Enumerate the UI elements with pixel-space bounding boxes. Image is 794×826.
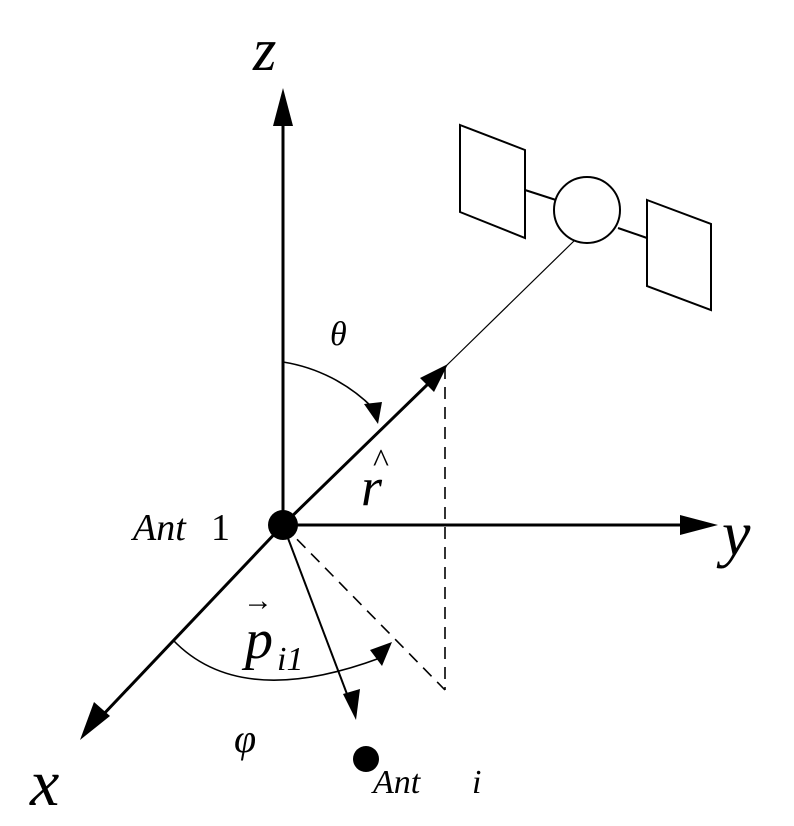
p-vector-accent: → bbox=[243, 584, 273, 617]
projection-lines bbox=[282, 367, 446, 691]
anti-name: Ant bbox=[371, 764, 422, 801]
p-i1-label: → p i1 bbox=[241, 584, 303, 678]
r-vector bbox=[281, 364, 448, 527]
z-axis-arrowhead bbox=[273, 88, 293, 126]
satellite-icon bbox=[459, 123, 712, 312]
ant1-dot bbox=[268, 510, 298, 540]
p-subscript: i1 bbox=[277, 641, 303, 678]
theta-arc-arrowhead bbox=[364, 402, 382, 424]
ant1-label: Ant 1 bbox=[130, 507, 230, 549]
anti-dot bbox=[353, 746, 379, 772]
horizontal-projection bbox=[282, 524, 446, 691]
phi-label: φ bbox=[234, 716, 256, 761]
z-axis bbox=[273, 88, 293, 525]
anti-label: Ant i bbox=[371, 764, 481, 801]
p-symbol: p bbox=[241, 609, 273, 671]
x-axis-label: x bbox=[29, 747, 59, 820]
baseline-arrowhead bbox=[343, 689, 360, 720]
line-of-sight bbox=[444, 239, 576, 368]
ant1-index: 1 bbox=[211, 507, 230, 549]
ant1-name: Ant bbox=[130, 507, 187, 549]
y-axis-label: y bbox=[716, 498, 751, 569]
anti-index: i bbox=[472, 764, 481, 801]
r-hat-label: r ^ bbox=[361, 443, 389, 517]
x-axis bbox=[80, 523, 285, 740]
r-hat-accent: ^ bbox=[373, 443, 389, 480]
r-hat-symbol: r bbox=[361, 457, 383, 517]
theta-label: θ bbox=[330, 316, 347, 353]
phi-arc-arrowhead bbox=[370, 642, 392, 666]
z-axis-label: z bbox=[252, 17, 276, 83]
phi-arc bbox=[172, 639, 392, 681]
r-vector-arrowhead bbox=[420, 364, 448, 392]
theta-arc bbox=[282, 361, 382, 424]
y-axis bbox=[283, 515, 718, 535]
baseline-vector bbox=[282, 524, 360, 720]
y-axis-arrowhead bbox=[680, 515, 718, 535]
x-axis-arrowhead bbox=[80, 702, 110, 740]
